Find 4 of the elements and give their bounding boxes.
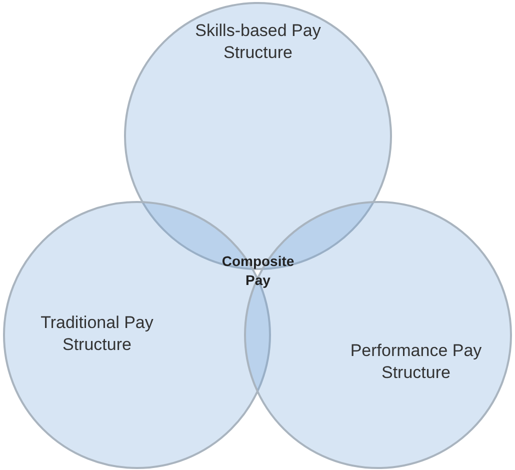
circle-label: Traditional Pay Structure [40,312,154,356]
overlap-label: Composite Pay [220,252,296,290]
circle-label: Skills-based Pay Structure [194,20,322,64]
circle-label: Performance Pay Structure [349,340,483,384]
